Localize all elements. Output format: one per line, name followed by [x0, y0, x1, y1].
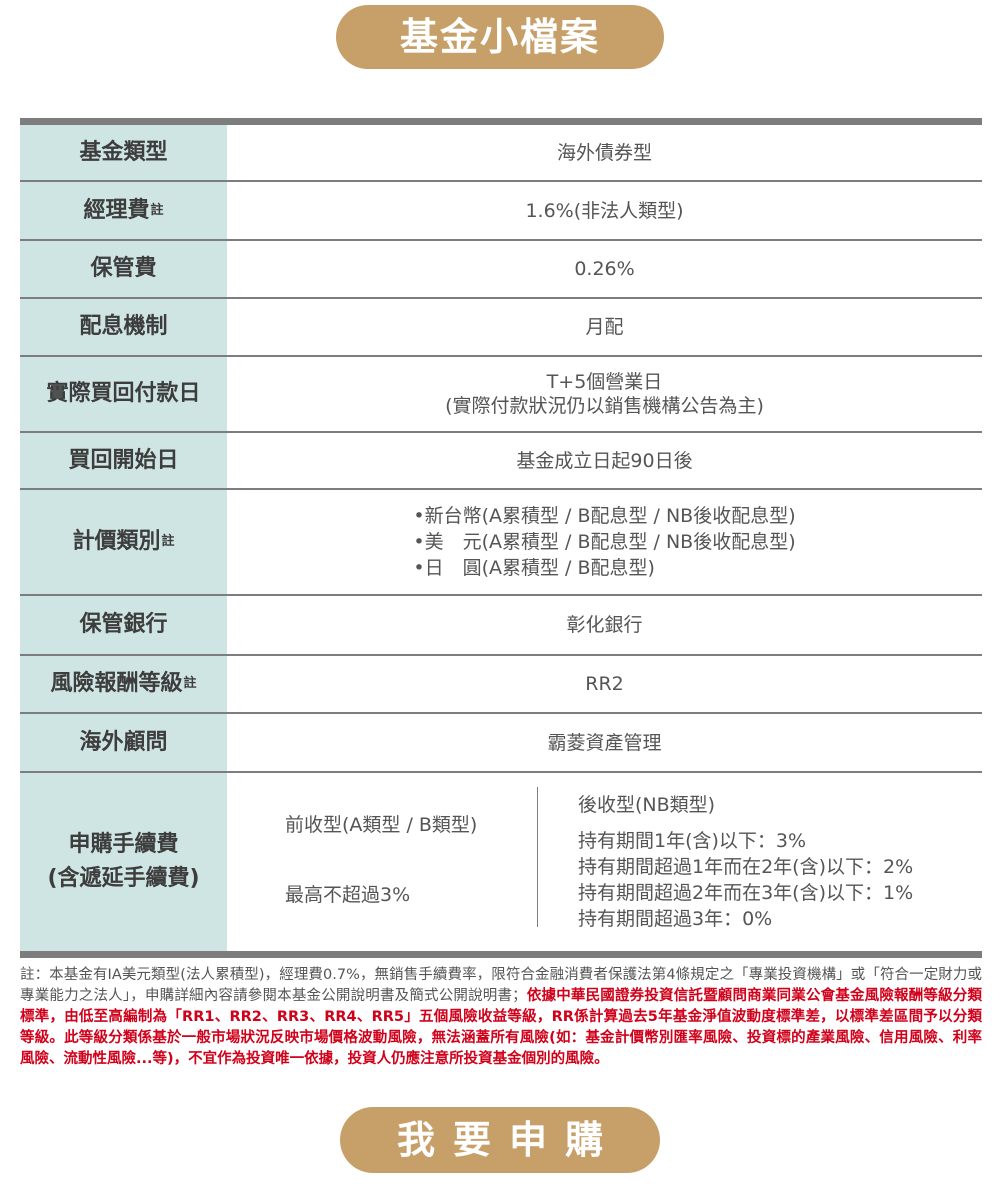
row-custodian-bank: 保管銀行 彰化銀行	[20, 596, 982, 656]
back-load-line: 持有期間超過3年：0%	[578, 908, 773, 930]
back-load-line: 持有期間超過2年而在3年(含)以下：1%	[578, 882, 914, 904]
value-risk-level: RR2	[585, 673, 624, 695]
page-title: 基金小檔案	[336, 5, 664, 69]
value-line: T+5個營業日	[546, 371, 663, 393]
row-subscription-fee: 申購手續費 (含遞延手續費) 前收型(A類型 / B類型) 最高不超過3% 後收…	[20, 773, 982, 951]
subscribe-button[interactable]: 我要申購	[340, 1107, 660, 1173]
share-class-usd: •美 元(A累積型 / B配息型 / NB後收配息型)	[413, 531, 796, 553]
back-load-heading: 後收型(NB類型)	[578, 794, 716, 816]
front-load-value: 最高不超過3%	[285, 884, 411, 906]
label-redemption-start-date: 買回開始日	[20, 433, 227, 488]
value-overseas-advisor: 霸菱資產管理	[547, 731, 662, 754]
row-dividend-mechanism: 配息機制 月配	[20, 299, 982, 357]
value-fund-type: 海外債券型	[556, 141, 652, 164]
label-management-fee: 經理費註	[20, 182, 227, 239]
label-custodian-bank: 保管銀行	[20, 596, 227, 654]
value-custody-fee: 0.26%	[574, 258, 635, 280]
note-marker: 註	[161, 534, 175, 549]
footnote-risk-warning: 依據中華民國證券投資信託暨顧問商業同業公會基金風險報酬等級分類標準，由低至高編制…	[20, 988, 982, 1067]
back-load-line: 持有期間超過1年而在2年(含)以下：2%	[578, 856, 914, 878]
front-load-fee: 前收型(A類型 / B類型) 最高不超過3%	[227, 773, 537, 951]
share-class-twd: •新台幣(A累積型 / B配息型 / NB後收配息型)	[413, 505, 796, 527]
note-marker: 註	[150, 202, 164, 218]
front-load-heading: 前收型(A類型 / B類型)	[285, 814, 478, 836]
label-risk-level: 風險報酬等級註	[20, 656, 227, 712]
value-subscription-fee: 前收型(A類型 / B類型) 最高不超過3% 後收型(NB類型) 持有期間1年(…	[227, 773, 982, 951]
back-load-fee: 後收型(NB類型) 持有期間1年(含)以下：3% 持有期間超過1年而在2年(含)…	[538, 773, 982, 951]
label-fund-type: 基金類型	[20, 125, 227, 180]
row-redemption-payment-day: 實際買回付款日 T+5個營業日 (實際付款狀況仍以銷售機構公告為主)	[20, 357, 982, 433]
label-share-classes: 計價類別註	[20, 490, 227, 594]
back-load-line: 持有期間1年(含)以下：3%	[578, 830, 807, 852]
row-share-classes: 計價類別註 •新台幣(A累積型 / B配息型 / NB後收配息型) •美 元(A…	[20, 490, 982, 596]
row-management-fee: 經理費註 1.6%(非法人類型)	[20, 182, 982, 241]
label-subscription-fee: 申購手續費 (含遞延手續費)	[20, 773, 227, 951]
row-fund-type: 基金類型 海外債券型	[20, 125, 982, 182]
value-custodian-bank: 彰化銀行	[566, 614, 643, 636]
value-redemption-start-date: 基金成立日起90日後	[516, 449, 693, 472]
row-redemption-start-date: 買回開始日 基金成立日起90日後	[20, 433, 982, 490]
fund-info-table: 基金類型 海外債券型 經理費註 1.6%(非法人類型) 保管費 0.26% 配息…	[20, 118, 982, 958]
fee-divider	[537, 787, 538, 927]
value-line: (實際付款狀況仍以銷售機構公告為主)	[445, 395, 764, 417]
label-overseas-advisor: 海外顧問	[20, 714, 227, 771]
value-dividend-mechanism: 月配	[585, 316, 624, 338]
share-class-jpy: •日 圓(A累積型 / B配息型)	[413, 557, 655, 579]
value-management-fee: 1.6%(非法人類型)	[525, 199, 684, 222]
label-custody-fee: 保管費	[20, 241, 227, 297]
row-custody-fee: 保管費 0.26%	[20, 241, 982, 299]
footnote: 註：本基金有IA美元類型(法人累積型)，經理費0.7%，無銷售手續費率，限符合金…	[20, 965, 982, 1070]
footnote-text: 註：本基金有IA美元類型(法人累積型)，經理費0.7%，無銷售手續費率，限符合金…	[20, 967, 982, 1004]
label-redemption-payment-day: 實際買回付款日	[20, 357, 227, 431]
label-dividend-mechanism: 配息機制	[20, 299, 227, 355]
note-marker: 註	[183, 676, 197, 691]
row-risk-level: 風險報酬等級註 RR2	[20, 656, 982, 714]
value-redemption-payment-day: T+5個營業日 (實際付款狀況仍以銷售機構公告為主)	[227, 357, 982, 431]
value-share-classes: •新台幣(A累積型 / B配息型 / NB後收配息型) •美 元(A累積型 / …	[227, 490, 982, 594]
row-overseas-advisor: 海外顧問 霸菱資產管理	[20, 714, 982, 773]
